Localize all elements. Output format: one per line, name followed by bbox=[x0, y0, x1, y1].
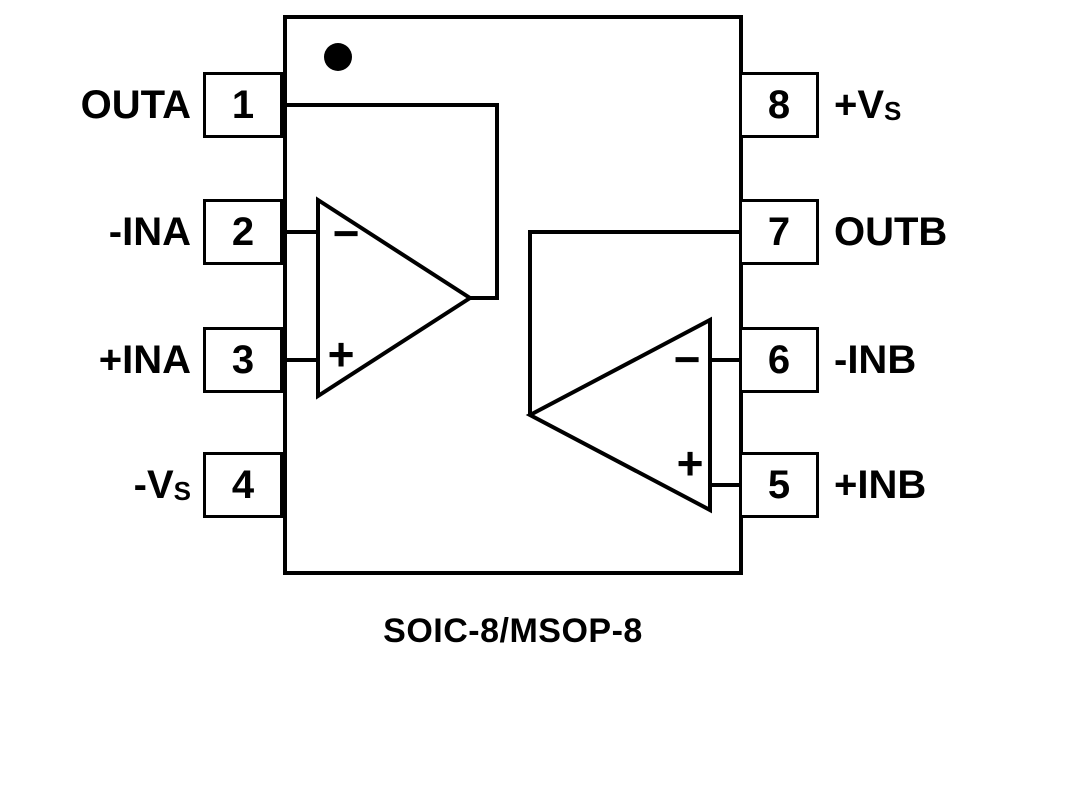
pin-number-5: 5 bbox=[767, 462, 791, 507]
wire-opamp-a-output-to-pin1 bbox=[283, 103, 499, 300]
pin-number-6: 6 bbox=[767, 337, 791, 382]
pin-label-ina-plus: +INA bbox=[98, 338, 191, 382]
package-caption: SOIC-8/MSOP-8 bbox=[383, 612, 643, 650]
pin-number-3: 3 bbox=[231, 337, 255, 382]
pin-label-inb-minus: -INB bbox=[834, 338, 917, 382]
pin-label-vs-minus: -VS bbox=[133, 463, 191, 507]
pin-box-4: 4 bbox=[203, 452, 283, 518]
pin-box-3: 3 bbox=[203, 327, 283, 393]
pin-label-ina-minus: -INA bbox=[108, 210, 191, 254]
pin-label-inb-plus: +INB bbox=[834, 463, 927, 507]
opamp-a-symbol bbox=[316, 196, 474, 400]
pin1-indicator-dot bbox=[324, 43, 352, 71]
wire-opamp-b-output-to-pin7 bbox=[528, 230, 743, 415]
pin-number-2: 2 bbox=[231, 209, 255, 254]
pin-box-5: 5 bbox=[739, 452, 819, 518]
pin-box-1: 1 bbox=[203, 72, 283, 138]
pin-number-1: 1 bbox=[231, 82, 255, 127]
pin-box-2: 2 bbox=[203, 199, 283, 265]
pin-number-8: 8 bbox=[767, 82, 791, 127]
pin-box-7: 7 bbox=[739, 199, 819, 265]
subscript: S bbox=[884, 96, 902, 126]
opamp-a-minus-sign: − bbox=[332, 207, 360, 259]
pin-box-8: 8 bbox=[739, 72, 819, 138]
pin-label-outa: OUTA bbox=[80, 83, 191, 127]
pin-label-outb: OUTB bbox=[834, 210, 948, 254]
opamp-a-plus-sign: + bbox=[327, 328, 355, 380]
opamp-b-minus-sign: − bbox=[673, 333, 701, 385]
pin-label-vs-plus: +VS bbox=[834, 83, 902, 127]
opamp-b-symbol bbox=[525, 316, 712, 514]
subscript: S bbox=[173, 476, 191, 506]
opamp-b-plus-sign: + bbox=[676, 437, 704, 489]
pin-number-7: 7 bbox=[767, 209, 791, 254]
pin-box-6: 6 bbox=[739, 327, 819, 393]
pin-number-4: 4 bbox=[231, 462, 255, 507]
